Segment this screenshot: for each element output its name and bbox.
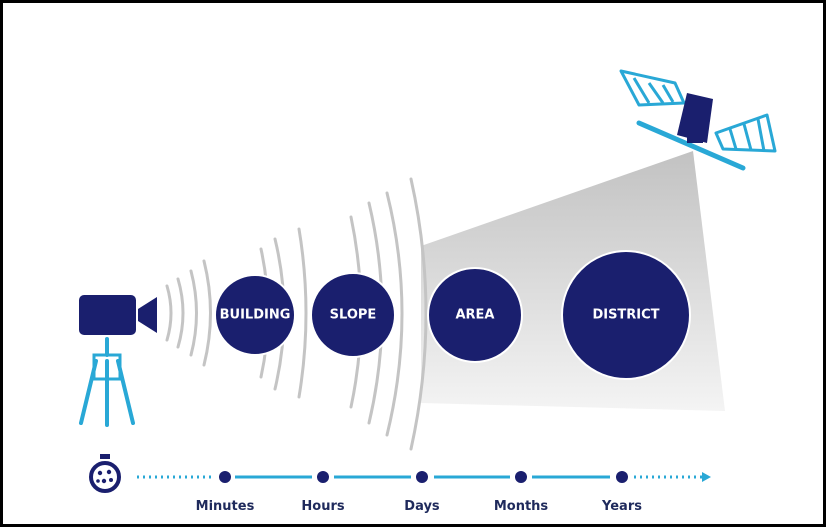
signal-wave-4 <box>202 259 212 367</box>
timeline-label-hours: Hours <box>301 499 344 514</box>
timeline-node-hours <box>317 471 329 483</box>
satellite-icon <box>619 69 777 171</box>
timeline-node-years <box>616 471 628 483</box>
scale-circle-slope: SLOPE <box>310 272 396 358</box>
scale-circle-district: DISTRICT <box>561 250 691 380</box>
signal-wave-7 <box>297 227 308 399</box>
timeline-label-minutes: Minutes <box>196 499 255 514</box>
scale-label-district: DISTRICT <box>592 308 659 323</box>
signal-wave-3 <box>189 269 198 357</box>
timeline-label-years: Years <box>601 499 642 514</box>
signal-wave-2 <box>176 277 185 349</box>
timeline-node-months <box>515 471 527 483</box>
timeline-label-days: Days <box>404 499 440 514</box>
timeline-node-minutes <box>219 471 231 483</box>
signal-wave-11 <box>409 177 428 451</box>
signal-wave-10 <box>385 191 404 437</box>
stopwatch-icon <box>89 454 121 493</box>
arrow-right-icon <box>702 472 711 482</box>
scale-circle-building: BUILDING <box>214 274 296 356</box>
scale-label-building: BUILDING <box>220 308 291 323</box>
scale-label-area: AREA <box>455 308 494 323</box>
scale-circle-area: AREA <box>427 267 523 363</box>
monitoring-scale-diagram: BUILDING SLOPE AREA DISTRICT <box>79 69 777 514</box>
timeline-node-days <box>416 471 428 483</box>
scale-label-slope: SLOPE <box>330 308 377 323</box>
timeline-label-months: Months <box>494 499 549 514</box>
timeline: Minutes Hours Days Months Years <box>89 454 711 514</box>
video-camera-on-tripod-icon <box>79 295 157 427</box>
signal-wave-1 <box>165 284 173 342</box>
